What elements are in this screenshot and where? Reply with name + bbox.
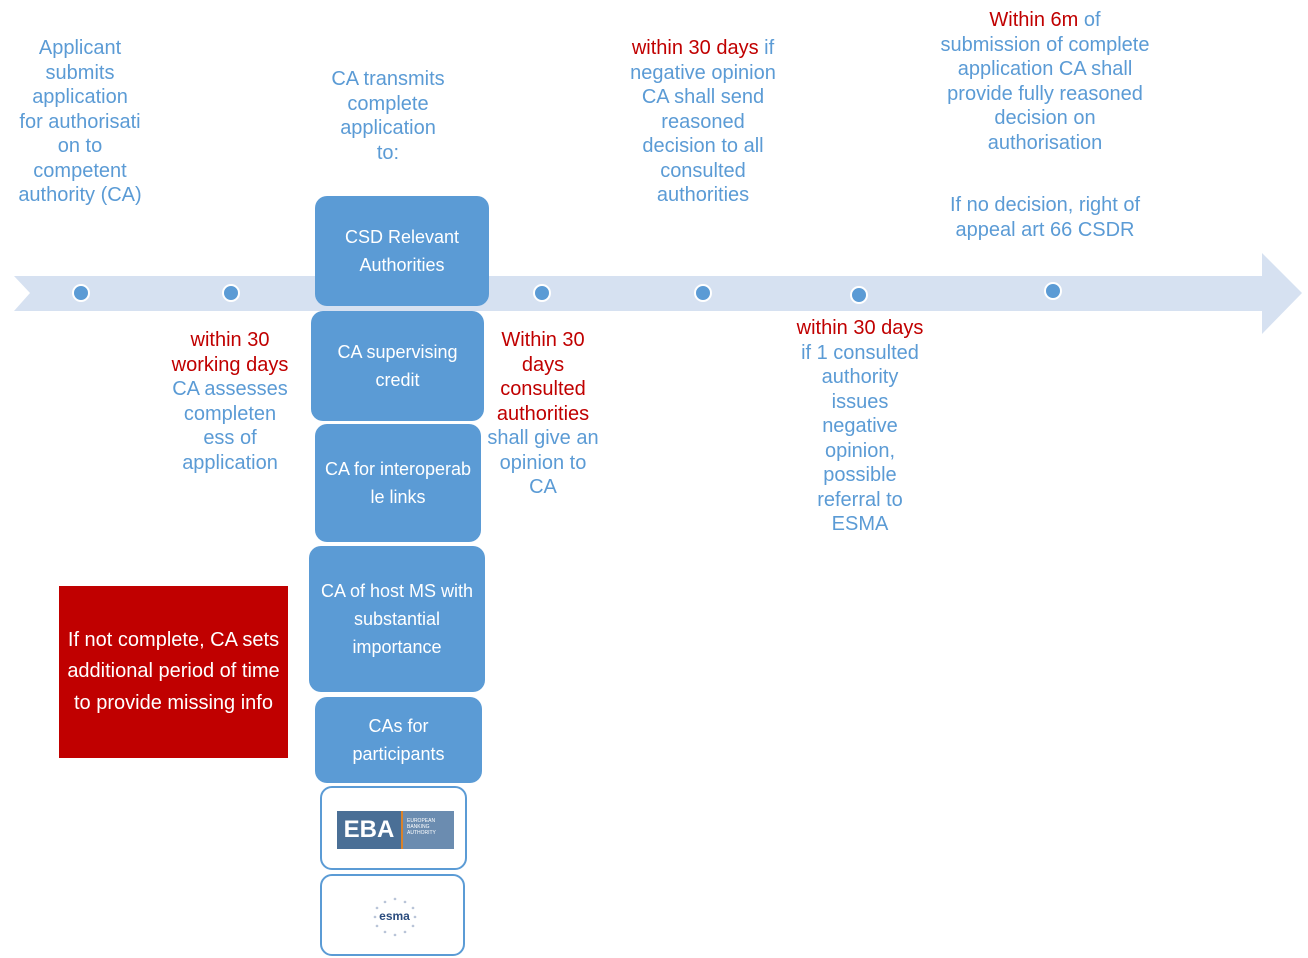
- svg-text:*: *: [412, 906, 415, 913]
- deadline-text: within 30 days: [796, 317, 924, 339]
- step-esma-referral: within 30 days if 1 consulted authority …: [796, 316, 924, 537]
- svg-text:*: *: [384, 930, 387, 937]
- step-transmission: CA transmits complete application to:: [330, 67, 446, 165]
- svg-text:*: *: [394, 933, 397, 940]
- eba-sub-line: EUROPEAN: [407, 818, 436, 824]
- svg-text:*: *: [376, 924, 379, 931]
- eba-logo-sub: EUROPEAN BANKING AUTHORITY: [403, 811, 454, 849]
- appeal-note-text: If no decision, right of appeal art 66 C…: [949, 194, 1141, 241]
- eba-logo-main: EBA: [337, 811, 401, 849]
- authority-label: CSD Relevant Authorities: [344, 227, 460, 275]
- svg-text:*: *: [384, 900, 387, 907]
- step-text: CA transmits complete application to:: [331, 68, 445, 164]
- step-text: shall give an opinion to CA: [487, 427, 599, 498]
- authority-box-csd: CSD Relevant Authorities: [315, 196, 489, 306]
- timeline-dot: [533, 284, 551, 302]
- authority-label: CA for interoperab le links: [324, 459, 472, 507]
- timeline-dot: [1044, 282, 1062, 300]
- step-consulted-opinion: Within 30 days consulted authorities sha…: [483, 328, 603, 500]
- step-negative-opinion-decision: within 30 days if negative opinion CA sh…: [628, 36, 778, 208]
- timeline-dot: [72, 284, 90, 302]
- eba-logo: EBA EUROPEAN BANKING AUTHORITY: [337, 811, 454, 849]
- incomplete-application-note: If not complete, CA sets additional peri…: [59, 586, 288, 758]
- eba-sub-line: AUTHORITY: [407, 830, 436, 836]
- appeal-note: If no decision, right of appeal art 66 C…: [940, 193, 1150, 242]
- svg-text:*: *: [404, 930, 407, 937]
- esma-logo-box: * * * * * * * * * * * * esma: [320, 874, 465, 956]
- authority-label: CA supervising credit: [337, 342, 458, 390]
- deadline-text: within 30 days: [631, 37, 759, 59]
- step-completeness-assessment: within 30 working days CA assesses compl…: [168, 328, 292, 475]
- eba-logo-box: EBA EUROPEAN BANKING AUTHORITY: [320, 786, 467, 870]
- step-text: of submission of complete application CA…: [940, 9, 1150, 154]
- eba-sub-line: BANKING: [407, 824, 430, 830]
- authority-box-interoperable: CA for interoperab le links: [315, 424, 481, 542]
- step-application-submission: Applicant submits application for author…: [18, 36, 142, 208]
- deadline-text: within 30 working days: [171, 329, 289, 376]
- authority-box-credit: CA supervising credit: [311, 311, 484, 421]
- step-text: if negative opinion CA shall send reason…: [630, 37, 776, 206]
- svg-text:*: *: [374, 915, 377, 922]
- deadline-text: Within 30 days consulted authorities: [496, 329, 590, 425]
- esma-logo-text: esma: [379, 909, 410, 923]
- step-final-decision: Within 6m of submission of complete appl…: [940, 8, 1150, 155]
- step-text: CA assesses completen ess of application: [172, 378, 288, 474]
- step-text: if 1 consulted authority issues negative…: [801, 341, 919, 536]
- authority-box-participants: CAs for participants: [315, 697, 482, 783]
- svg-text:*: *: [412, 924, 415, 931]
- esma-stars-icon: * * * * * * * * * * * *: [374, 897, 417, 940]
- authority-label: CAs for participants: [352, 716, 445, 764]
- timeline-dot: [222, 284, 240, 302]
- incomplete-note-text: If not complete, CA sets additional peri…: [67, 628, 280, 714]
- timeline-dot: [694, 284, 712, 302]
- svg-text:*: *: [376, 906, 379, 913]
- svg-text:*: *: [414, 915, 417, 922]
- timeline-dot: [850, 286, 868, 304]
- svg-text:*: *: [394, 897, 397, 904]
- authority-box-host-ms: CA of host MS with substantial importanc…: [309, 546, 485, 692]
- eba-logo-divider: [401, 811, 403, 849]
- deadline-text: Within 6m: [989, 9, 1079, 31]
- svg-text:*: *: [404, 900, 407, 907]
- step-text: Applicant submits application for author…: [18, 37, 142, 206]
- authority-label: CA of host MS with substantial importanc…: [320, 581, 474, 657]
